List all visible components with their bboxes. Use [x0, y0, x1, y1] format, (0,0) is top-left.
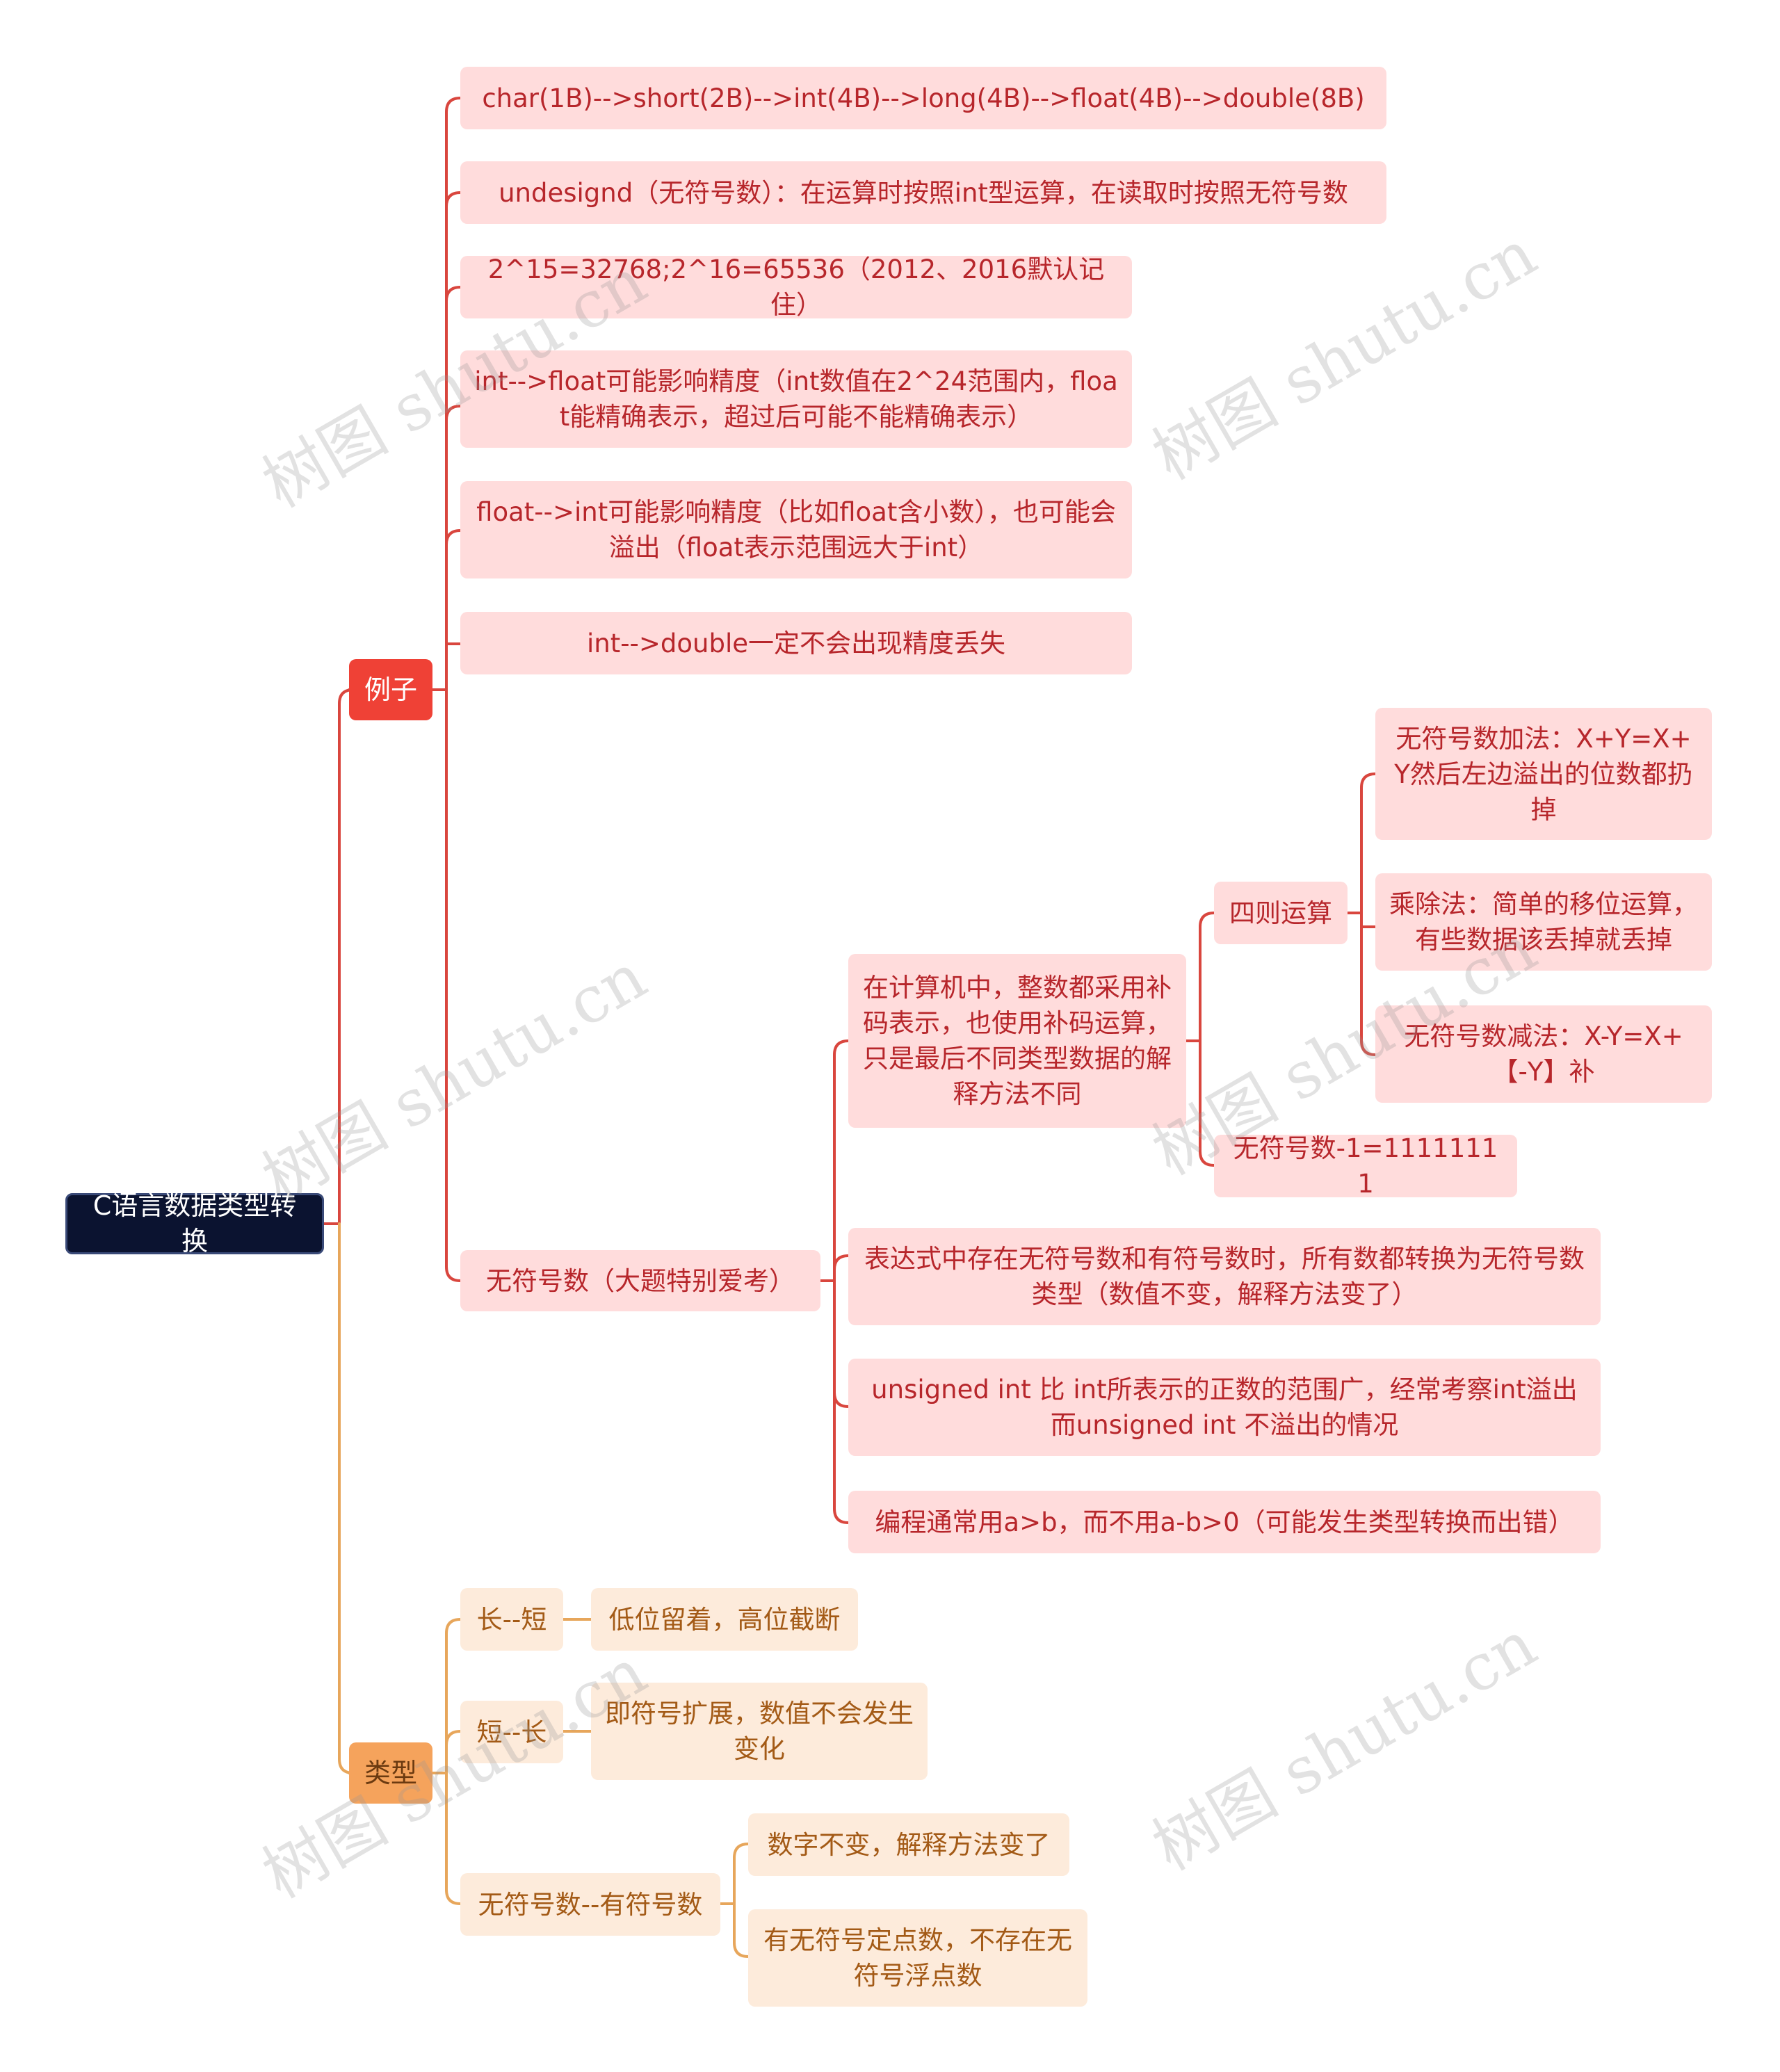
type-long-short[interactable]: 长--短 [460, 1588, 563, 1651]
unsigned-item-3[interactable]: 编程通常用a>b，而不用a-b>0（可能发生类型转换而出错） [848, 1491, 1601, 1553]
example-item-3[interactable]: 2^15=32768;2^16=65536（2012、2016默认记住） [460, 254, 1132, 320]
example-item-4[interactable]: int-->float可能影响精度（int数值在2^24范围内，float能精确… [460, 350, 1132, 448]
unsigned-minus-one[interactable]: 无符号数-1=11111111 [1214, 1133, 1517, 1199]
unsigned-addition[interactable]: 无符号数加法：X+Y=X+Y然后左边溢出的位数都扔掉 [1375, 708, 1712, 840]
example-item-5[interactable]: float-->int可能影响精度（比如float含小数），也可能会溢出（flo… [460, 481, 1132, 578]
root-node[interactable]: C语言数据类型转换 [65, 1190, 324, 1256]
example-item-2[interactable]: undesignd（无符号数）：在运算时按照int型运算，在读取时按照无符号数 [460, 161, 1386, 224]
unsigned-subtraction[interactable]: 无符号数减法：X-Y=X+【-Y】补 [1375, 1005, 1712, 1103]
complement-node[interactable]: 在计算机中，整数都采用补码表示，也使用补码运算，只是最后不同类型数据的解释方法不… [848, 954, 1186, 1128]
type-unsigned-signed[interactable]: 无符号数--有符号数 [460, 1873, 720, 1936]
unsigned-item-2[interactable]: unsigned int 比 int所表示的正数的范围广，经常考察int溢出而u… [848, 1359, 1601, 1456]
type-unsigned-signed-item-2[interactable]: 有无符号定点数，不存在无符号浮点数 [748, 1909, 1087, 2007]
example-item-1[interactable]: char(1B)-->short(2B)-->int(4B)-->long(4B… [460, 67, 1386, 129]
type-unsigned-signed-item-1[interactable]: 数字不变，解释方法变了 [748, 1813, 1069, 1876]
unsigned-item-1[interactable]: 表达式中存在无符号数和有符号数时，所有数都转换为无符号数类型（数值不变，解释方法… [848, 1228, 1601, 1325]
type-short-long-detail[interactable]: 即符号扩展，数值不会发生变化 [591, 1683, 928, 1780]
category-examples[interactable]: 例子 [349, 659, 432, 720]
type-long-short-detail[interactable]: 低位留着，高位截断 [591, 1588, 858, 1651]
category-types[interactable]: 类型 [349, 1742, 432, 1804]
unsigned-node[interactable]: 无符号数（大题特别爱考） [460, 1250, 820, 1311]
example-item-6[interactable]: int-->double一定不会出现精度丢失 [460, 612, 1132, 674]
arithmetic-node[interactable]: 四则运算 [1214, 882, 1348, 944]
multiply-divide[interactable]: 乘除法：简单的移位运算，有些数据该丢掉就丢掉 [1375, 873, 1712, 971]
type-short-long[interactable]: 短--长 [460, 1701, 563, 1763]
